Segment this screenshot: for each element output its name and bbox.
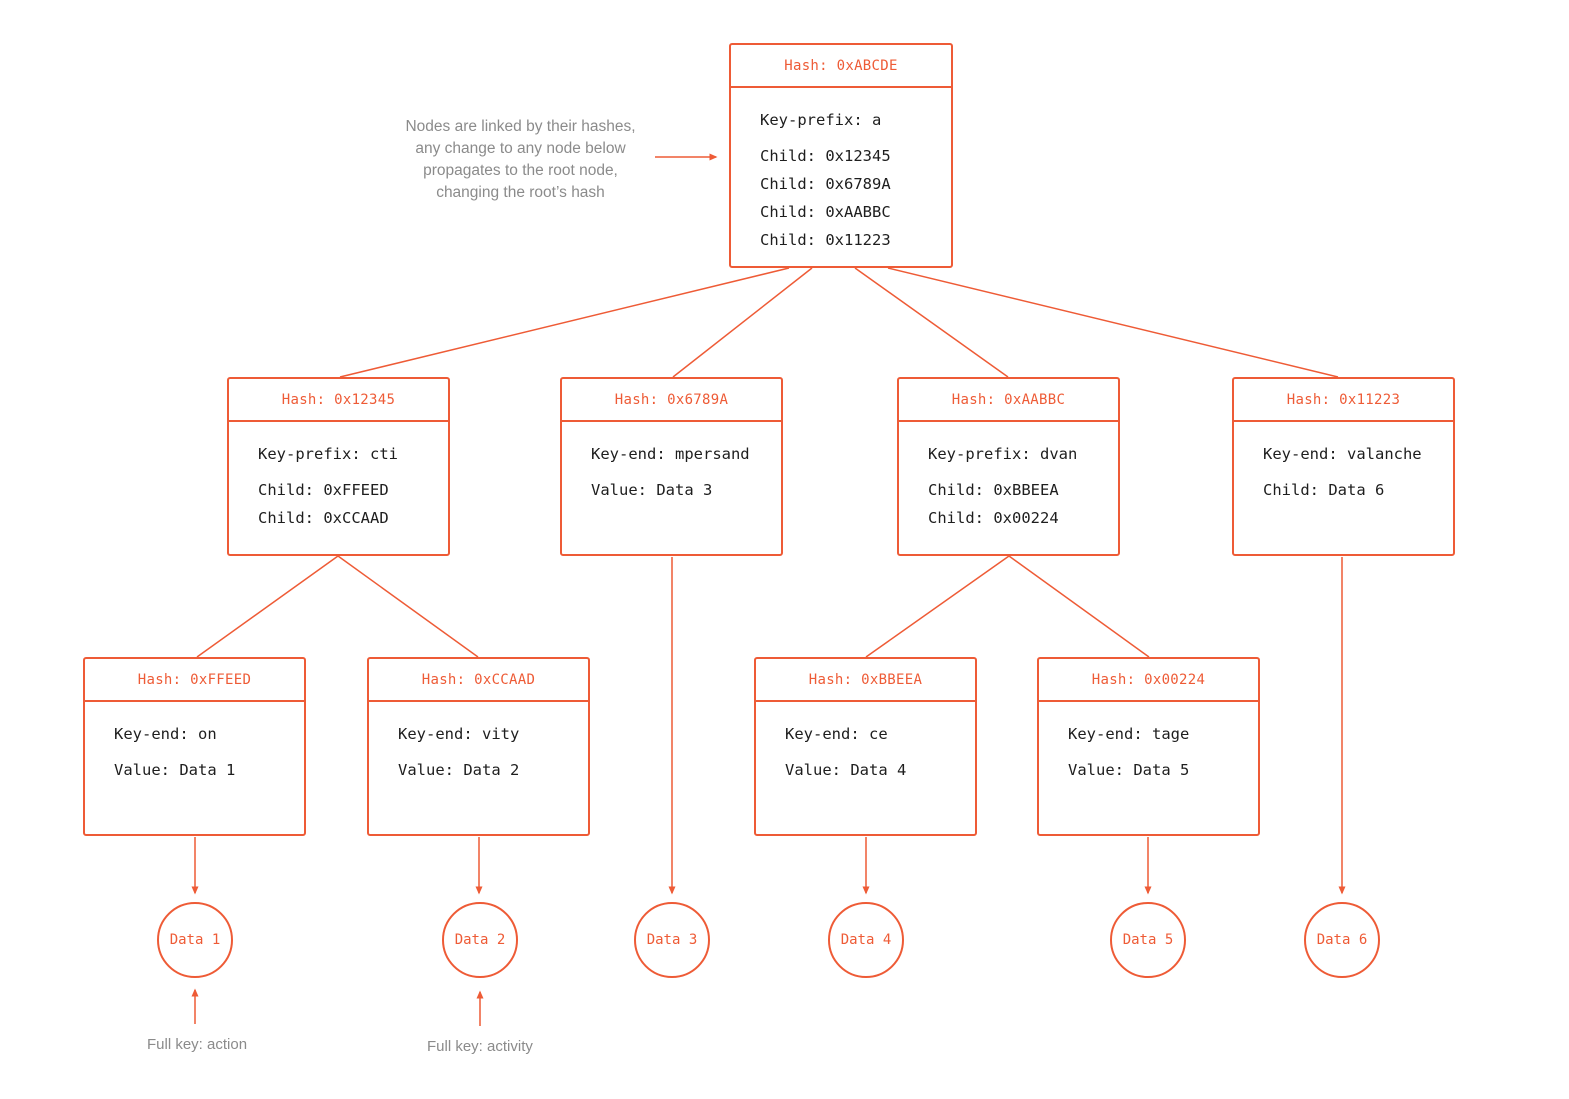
node-child-label: Child: 0xAABBC [760, 203, 891, 221]
node-key-label: Key-end: valanche [1263, 445, 1422, 463]
node-value-label: Value: Data 4 [785, 761, 907, 779]
root-annotation: Nodes are linked by their hashes, any ch… [363, 116, 678, 204]
data-leaf-1: Data 1 [157, 902, 233, 978]
node-key-label: Key-prefix: cti [258, 445, 398, 463]
data-leaf-label: Data 4 [840, 932, 892, 948]
node-child-label: Child: 0xFFEED [258, 481, 389, 499]
full-key-activity-label: Full key: activity [427, 1038, 533, 1055]
annotation-line: propagates to the root node, [423, 162, 618, 179]
trie-node-0xFFEED: Hash: 0xFFEED Key-end: on Value: Data 1 [83, 657, 306, 836]
trie-node-0xBBEEA: Hash: 0xBBEEA Key-end: ce Value: Data 4 [754, 657, 977, 836]
node-key-label: Key-prefix: a [760, 111, 882, 129]
data-leaf-6: Data 6 [1304, 902, 1380, 978]
node-child-label: Child: 0x00224 [928, 509, 1059, 527]
trie-node-0x00224: Hash: 0x00224 Key-end: tage Value: Data … [1037, 657, 1260, 836]
node-hash-label: Hash: 0xCCAAD [369, 659, 588, 702]
data-leaf-label: Data 2 [454, 932, 506, 948]
node-child-label: Child: 0xCCAAD [258, 509, 389, 527]
node-hash-label: Hash: 0xAABBC [899, 379, 1118, 422]
node-hash-label: Hash: 0xFFEED [85, 659, 304, 702]
node-value-label: Value: Data 2 [398, 761, 520, 779]
trie-node-0xCCAAD: Hash: 0xCCAAD Key-end: vity Value: Data … [367, 657, 590, 836]
node-key-label: Key-end: tage [1068, 725, 1190, 743]
node-hash-label: Hash: 0xABCDE [731, 45, 951, 88]
annotation-line: changing the root’s hash [436, 184, 605, 201]
node-child-label: Child: 0x12345 [760, 147, 891, 165]
node-hash-label: Hash: 0xBBEEA [756, 659, 975, 702]
data-leaf-label: Data 6 [1316, 932, 1368, 948]
node-value-label: Value: Data 1 [114, 761, 236, 779]
annotation-line: any change to any node below [415, 140, 626, 157]
data-leaf-label: Data 3 [646, 932, 698, 948]
node-key-label: Key-prefix: dvan [928, 445, 1078, 463]
data-leaf-2: Data 2 [442, 902, 518, 978]
node-value-label: Value: Data 5 [1068, 761, 1190, 779]
trie-node-0x6789A: Hash: 0x6789A Key-end: mpersand Value: D… [560, 377, 783, 556]
node-child-label: Child: Data 6 [1263, 481, 1385, 499]
node-key-label: Key-end: ce [785, 725, 888, 743]
node-hash-label: Hash: 0x11223 [1234, 379, 1453, 422]
node-hash-label: Hash: 0x12345 [229, 379, 448, 422]
annotation-line: Nodes are linked by their hashes, [405, 118, 636, 135]
trie-node-0x12345: Hash: 0x12345 Key-prefix: cti Child: 0xF… [227, 377, 450, 556]
node-key-label: Key-end: on [114, 725, 217, 743]
data-leaf-5: Data 5 [1110, 902, 1186, 978]
data-leaf-label: Data 1 [169, 932, 221, 948]
node-child-label: Child: 0x6789A [760, 175, 891, 193]
node-hash-label: Hash: 0x6789A [562, 379, 781, 422]
trie-node-root: Hash: 0xABCDE Key-prefix: a Child: 0x123… [729, 43, 953, 268]
data-leaf-4: Data 4 [828, 902, 904, 978]
node-key-label: Key-end: vity [398, 725, 520, 743]
node-key-label: Key-end: mpersand [591, 445, 750, 463]
data-leaf-3: Data 3 [634, 902, 710, 978]
node-value-label: Value: Data 3 [591, 481, 713, 499]
node-child-label: Child: 0x11223 [760, 231, 891, 249]
node-child-label: Child: 0xBBEEA [928, 481, 1059, 499]
full-key-action-label: Full key: action [147, 1036, 248, 1053]
trie-node-0xAABBC: Hash: 0xAABBC Key-prefix: dvan Child: 0x… [897, 377, 1120, 556]
trie-node-0x11223: Hash: 0x11223 Key-end: valanche Child: D… [1232, 377, 1455, 556]
node-hash-label: Hash: 0x00224 [1039, 659, 1258, 702]
data-leaf-label: Data 5 [1122, 932, 1174, 948]
